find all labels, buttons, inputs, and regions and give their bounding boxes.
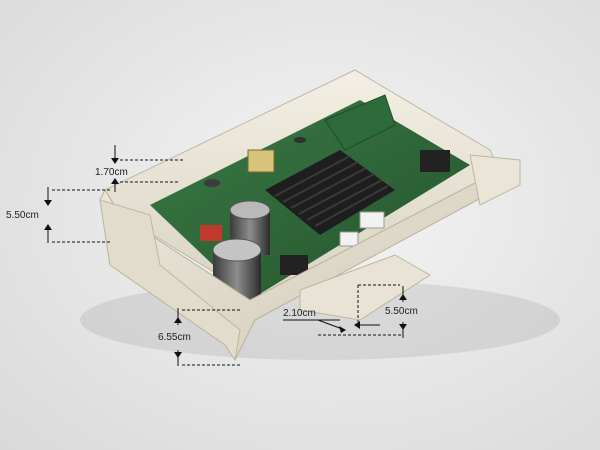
connector-white xyxy=(359,211,385,229)
relay-block xyxy=(200,225,222,241)
connector-black xyxy=(420,150,450,172)
capacitor-small xyxy=(204,179,220,187)
dimension-label-height-bottom: 6.55cm xyxy=(158,332,191,343)
dimension-label-height-left: 5.50cm xyxy=(6,210,39,221)
connector-black xyxy=(280,255,308,275)
heatsink xyxy=(265,150,395,235)
housing-right-tab xyxy=(469,154,521,206)
dimension-label-height-top: 1.70cm xyxy=(95,167,128,178)
capacitor-small xyxy=(294,137,306,143)
dimension-label-height-tab: 5.50cm xyxy=(385,306,418,317)
connector-white xyxy=(339,231,359,247)
housing-left-end xyxy=(99,199,241,362)
dimension-label-width-tab: 2.10cm xyxy=(283,308,316,319)
housing-bottom-bracket xyxy=(299,254,431,321)
dimension-arrows xyxy=(44,158,407,358)
transformer xyxy=(247,149,275,173)
daughter-board xyxy=(324,94,396,151)
dimension-lines xyxy=(47,145,404,366)
